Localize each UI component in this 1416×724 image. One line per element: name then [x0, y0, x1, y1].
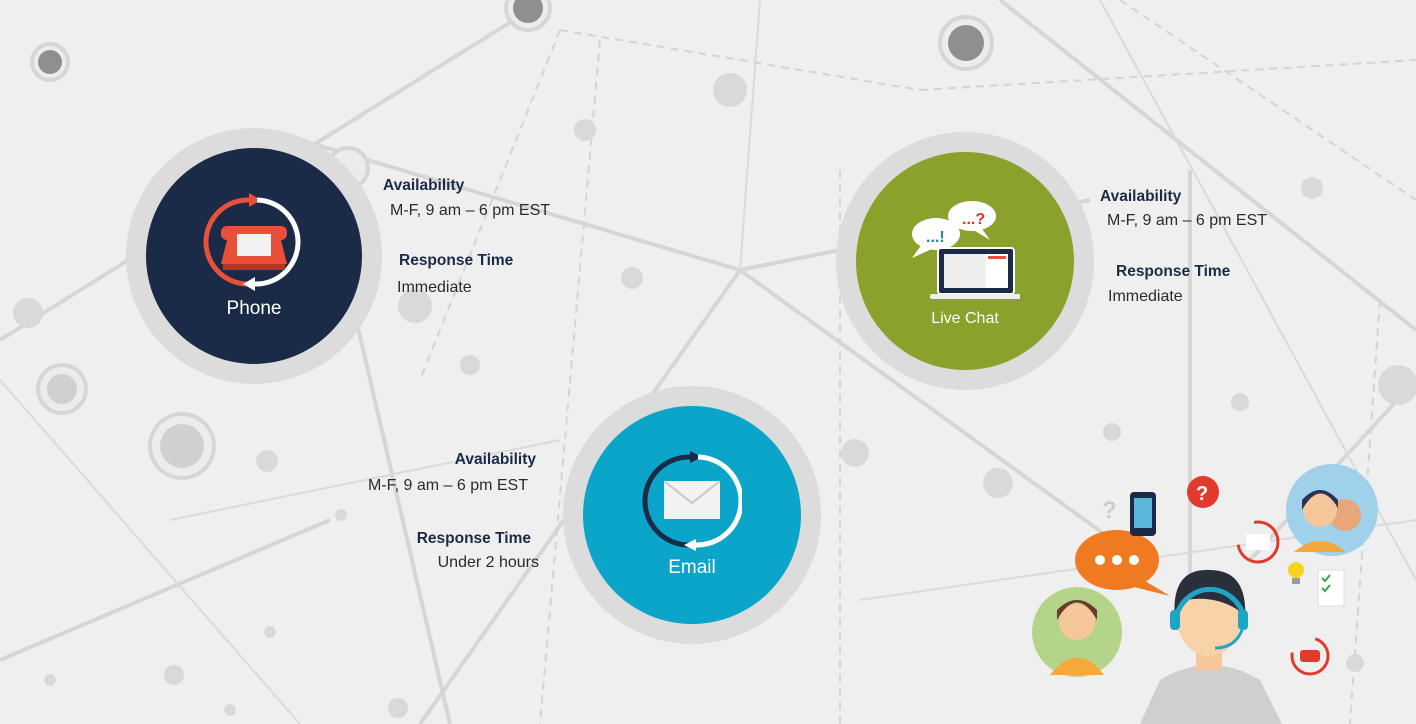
question-mark-icon: ? [1102, 497, 1117, 524]
phone-label: Phone [226, 298, 282, 319]
agent-figure [1140, 569, 1282, 724]
availability-heading: Availability [454, 451, 536, 468]
availability-value: M-F, 9 am – 6 pm EST [1107, 212, 1268, 229]
phone-cycle-icon [1290, 636, 1330, 676]
availability-value: M-F, 9 am – 6 pm EST [390, 202, 551, 219]
response-heading: Response Time [1116, 263, 1231, 280]
smartphone-icon [1130, 492, 1156, 536]
svg-text:...?: ...? [962, 211, 985, 228]
lightbulb-icon [1288, 562, 1304, 584]
live-chat-label: Live Chat [931, 310, 999, 327]
response-value: Under 2 hours [437, 554, 539, 571]
phone-icon [203, 193, 301, 291]
availability-heading: Availability [383, 177, 465, 194]
response-value: Immediate [1108, 288, 1183, 305]
email-label: Email [668, 557, 716, 578]
checklist-icon [1317, 569, 1345, 607]
live-chat-icon: ...? ...! [912, 201, 1020, 299]
customer-avatar-woman [1032, 587, 1122, 677]
svg-text:?: ? [1196, 483, 1208, 505]
phone-channel: Phone [146, 148, 362, 364]
response-heading: Response Time [416, 530, 531, 547]
live-chat-channel: ...? ...! Live Chat [856, 152, 1074, 370]
availability-heading: Availability [1100, 188, 1182, 205]
email-channel: Email [583, 406, 801, 624]
support-agent-illustration: ? ? [1032, 464, 1378, 724]
email-cycle-icon [1236, 520, 1280, 564]
email-icon [642, 451, 742, 551]
question-mark-icon: ? [1187, 476, 1219, 508]
response-heading: Response Time [399, 252, 514, 269]
customer-avatar-pair [1286, 464, 1378, 556]
svg-text:...!: ...! [926, 229, 945, 246]
availability-value: M-F, 9 am – 6 pm EST [367, 477, 528, 494]
speech-bubble-icon [1075, 530, 1170, 596]
response-value: Immediate [397, 279, 472, 296]
